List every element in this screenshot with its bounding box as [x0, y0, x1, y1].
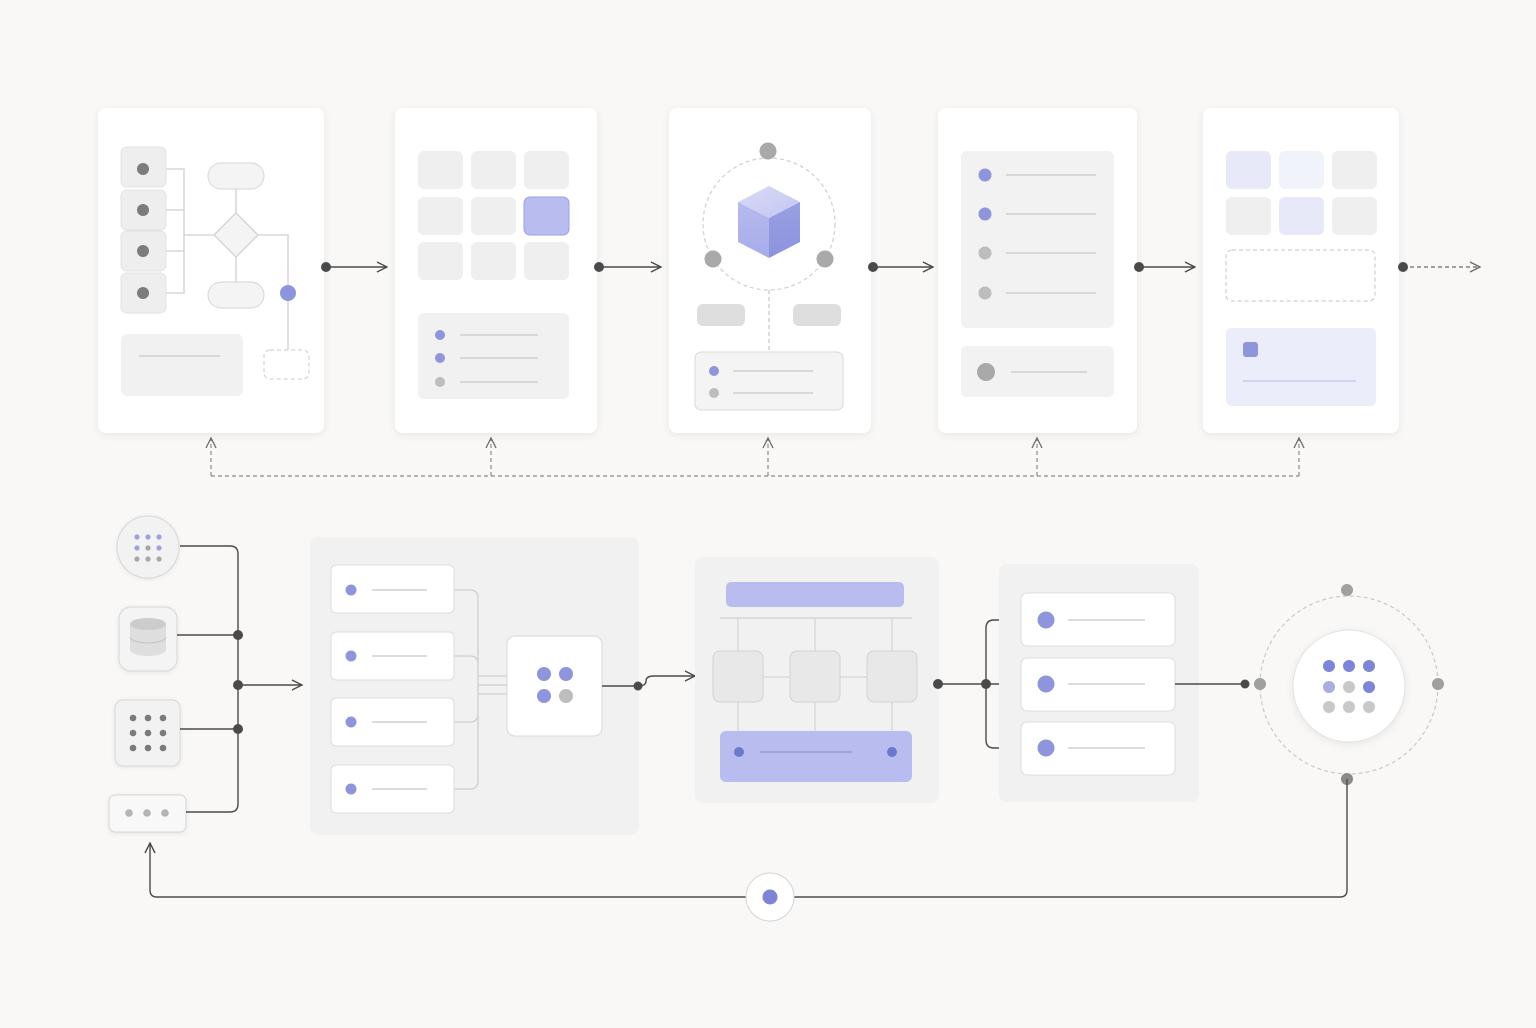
list-item [1020, 721, 1176, 776]
list-item [1020, 592, 1176, 647]
loop-node [745, 872, 795, 922]
list-item [330, 764, 455, 814]
input-sources [108, 515, 187, 833]
dots-grid-icon [116, 515, 180, 579]
list-item [330, 564, 455, 614]
stage-flowchart [98, 108, 324, 433]
list-panel [310, 537, 639, 835]
top-connectors [321, 262, 1480, 272]
flowchart-icon [120, 146, 310, 396]
cube-icon [694, 142, 844, 411]
grid-icon [418, 151, 570, 399]
stage-cube-orbit [669, 108, 871, 433]
stage-grid-layout [395, 108, 597, 433]
list-item [330, 631, 455, 681]
stage-dashboard [1203, 108, 1399, 433]
ellipsis-icon [108, 794, 187, 833]
aggregator-node [506, 635, 603, 737]
input-bus [177, 545, 302, 813]
keypad-icon [114, 699, 181, 767]
list-item [330, 697, 455, 747]
dashed-return-line [211, 438, 1299, 477]
database-icon [118, 606, 178, 672]
stage-checklist [938, 108, 1137, 433]
output-panel [999, 564, 1199, 802]
dashboard-icon [1225, 151, 1377, 406]
hierarchy-panel [695, 557, 939, 803]
list-item [1020, 657, 1176, 712]
return-loop [150, 779, 1348, 922]
orbit-hub-icon [1254, 584, 1444, 785]
list-icon [961, 151, 1114, 397]
